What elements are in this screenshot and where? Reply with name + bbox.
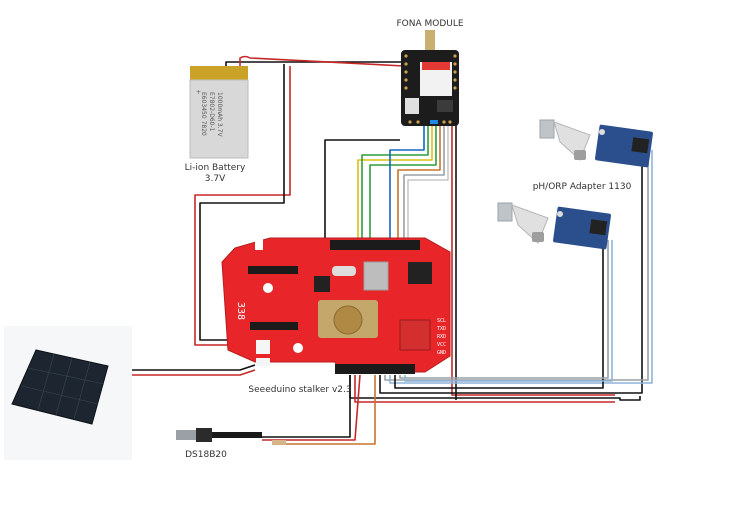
battery-print-2: E7802-D60-1 (208, 92, 215, 132)
ds18b20-resistor (272, 440, 286, 445)
jst-connector-battery (256, 340, 270, 354)
bnc-nut-2 (532, 232, 544, 242)
wire-battery-red (239, 55, 405, 68)
coin-cell (333, 305, 363, 335)
pin-label-rxd: RXD (437, 334, 446, 340)
ph-orp-adapter-1 (539, 119, 653, 168)
adapter-hole-1 (599, 129, 605, 135)
wire-loop-red (354, 375, 615, 403)
pin-label-scl: SCL (437, 318, 446, 324)
fona-pins (404, 54, 457, 124)
bnc-connector-2 (497, 202, 513, 222)
board-header-left-top (248, 266, 298, 274)
board-pin-labels: SCL TXD RXD VCC GND (437, 318, 446, 356)
ds18b20-cable (212, 432, 262, 438)
wire-ph2-lightblue (404, 240, 613, 382)
solar-panel (4, 326, 132, 460)
fona-sim-slot (437, 100, 453, 112)
wire-fona-black-left (199, 64, 285, 341)
adapter-board-1 (595, 124, 653, 168)
wire-fona-blue (389, 125, 425, 245)
wire-ph-gray (384, 150, 649, 381)
wire-ds-black (262, 375, 351, 438)
wires (84, 55, 653, 445)
board-header-bottom (335, 364, 415, 374)
solar-cells (11, 349, 109, 425)
fona-label: FONA MODULE (396, 19, 463, 29)
wire-fona-black-header (324, 139, 400, 240)
board-hole-1 (263, 283, 273, 293)
ds18b20-probe-body (196, 428, 212, 442)
wire-fona-lightblue (407, 125, 449, 245)
wire-ph-lightblue (389, 150, 653, 384)
wire-ph2-gray (399, 240, 609, 379)
wire-fona-orange (397, 125, 441, 245)
pin-label-vcc: VCC (437, 342, 446, 348)
adapter-header-2 (589, 219, 608, 236)
adapter-hole-2 (557, 211, 563, 217)
board-header-top (330, 240, 420, 250)
jst-connector-solar (256, 358, 270, 366)
fona-antenna-connector (425, 30, 435, 52)
power-block (399, 319, 431, 351)
stalker-label: Seeeduino stalker v2.3 (248, 385, 351, 395)
sd-card-slot (363, 261, 389, 291)
adapter-board-2 (553, 206, 611, 250)
battery-body (189, 79, 249, 159)
ds18b20-probe-tip (176, 430, 196, 440)
ph-orp-adapter-2 (497, 202, 611, 250)
wire-fona-red-right (451, 125, 615, 396)
wire-ds-red (262, 374, 361, 441)
wire-fona-green-1 (361, 125, 429, 245)
battery-label-1: Li-ion Battery (185, 163, 246, 173)
board-header-left-bottom (250, 322, 298, 330)
fona-jack (405, 98, 419, 114)
battery-print-3: 1000mAh 3.7V (216, 92, 223, 137)
battery-label-2: 3.7V (205, 174, 226, 184)
board-model-print: 338 (235, 302, 246, 320)
crystal (332, 266, 356, 276)
wire-fona-green-2 (369, 125, 437, 245)
bnc-connector-1 (539, 119, 555, 139)
wire-fona-red-left (194, 66, 291, 346)
chip-rtc (408, 262, 432, 284)
wire-fona-gray (403, 125, 445, 245)
battery-print: E603450 7820 E7802-D60-1 1000mAh 3.7V (200, 92, 223, 137)
solar-grid (21, 353, 105, 420)
fona-module: FONA MODULE (396, 19, 464, 126)
li-ion-battery: + E603450 7820 E7802-D60-1 1000mAh 3.7V … (185, 66, 249, 184)
wire-fona-yellow (357, 125, 433, 245)
fona-chip-label (422, 62, 450, 70)
battery-plus: + (196, 89, 201, 96)
bnc-nut-1 (574, 150, 586, 160)
fona-led (430, 120, 438, 124)
pin-label-txd: TXD (437, 326, 446, 332)
ds18b20-sensor: DS18B20 (176, 428, 286, 460)
wire-ph-black (379, 150, 643, 394)
wire-ph2-black (394, 240, 604, 389)
main-mcu (314, 276, 330, 292)
ds18b20-label: DS18B20 (185, 450, 227, 460)
battery-print-1: E603450 7820 (200, 92, 207, 136)
seeeduino-stalker-board: 338 SCL TXD RXD VCC GND (221, 237, 451, 374)
usb-port (255, 238, 263, 250)
pin-label-gnd: GND (437, 350, 446, 356)
wire-ds-orange (275, 375, 376, 445)
board-hole-2 (293, 343, 303, 353)
ph-adapter-label: pH/ORP Adapter 1130 (533, 182, 632, 192)
adapter-header-1 (631, 137, 650, 154)
